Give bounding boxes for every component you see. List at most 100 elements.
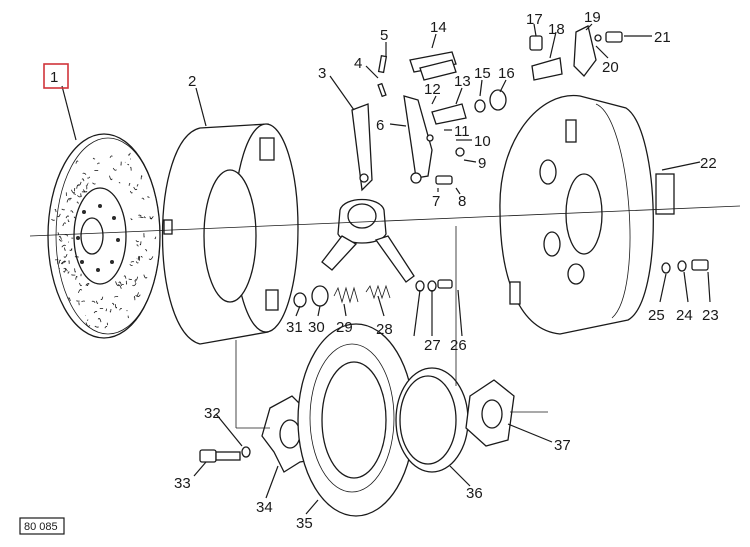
- lining-speck: [82, 172, 87, 175]
- part-37-release-bearing[interactable]: [465, 379, 515, 447]
- lining-speck: [105, 308, 107, 312]
- lining-speck: [111, 302, 115, 306]
- bolts-and-springs[interactable]: [293, 259, 709, 308]
- lining-speck: [67, 297, 71, 302]
- lining-speck: [126, 310, 128, 312]
- lining-speck: [54, 209, 57, 213]
- callout-17: 17: [526, 11, 543, 28]
- lining-speck: [134, 279, 136, 283]
- part-36-retaining-ring[interactable]: [395, 367, 469, 473]
- lining-speck: [141, 197, 145, 200]
- lining-speck: [104, 326, 108, 329]
- lining-speck: [135, 261, 139, 264]
- lining-speck: [78, 302, 80, 306]
- assembly-axis-lines: [29, 205, 741, 429]
- lining-speck: [114, 304, 118, 309]
- callout-27: 27: [424, 337, 441, 354]
- callout-31: 31: [286, 319, 303, 336]
- bolt-33-washer-32[interactable]: [199, 446, 251, 463]
- lining-speck: [114, 296, 119, 298]
- callout-21: 21: [654, 29, 671, 46]
- drawing-code: 80 085: [24, 521, 58, 533]
- lining-speck: [86, 319, 89, 321]
- callout-22: 22: [700, 155, 717, 172]
- lining-speck: [70, 210, 74, 213]
- callout-10: 10: [474, 133, 491, 150]
- lining-speck: [135, 292, 139, 297]
- lining-speck: [130, 218, 133, 221]
- lining-speck: [85, 322, 91, 327]
- lining-speck: [144, 249, 148, 252]
- callout-4: 4: [354, 55, 362, 72]
- callout-26: 26: [450, 337, 467, 354]
- part-22-clutch-cover[interactable]: [499, 94, 675, 335]
- lining-speck: [109, 175, 113, 181]
- lining-speck: [62, 260, 67, 265]
- callout-3: 3: [318, 65, 326, 82]
- lining-speck: [149, 216, 153, 220]
- lining-speck: [129, 263, 133, 266]
- lining-speck: [69, 248, 73, 251]
- part-35-driven-plate[interactable]: [297, 323, 415, 517]
- lining-speck: [58, 235, 62, 240]
- drawing-code-box: 80 085: [19, 517, 65, 535]
- lining-speck: [128, 183, 131, 186]
- linkage-hardware[interactable]: [377, 25, 623, 185]
- lining-speck: [127, 163, 130, 166]
- callout-34: 34: [256, 499, 273, 516]
- callout-12: 12: [424, 81, 441, 98]
- lining-speck: [65, 215, 70, 219]
- callout-13: 13: [454, 73, 471, 90]
- lining-speck: [86, 283, 89, 287]
- lining-speck: [78, 181, 82, 186]
- lining-speck: [118, 281, 122, 286]
- lining-speck: [71, 189, 76, 194]
- lining-speck: [79, 282, 82, 287]
- lining-speck: [123, 275, 127, 279]
- lining-speck: [61, 208, 65, 211]
- lining-speck: [73, 193, 76, 196]
- friction-lining-texture: [51, 152, 157, 329]
- lining-speck: [133, 296, 136, 301]
- lining-speck: [76, 201, 79, 204]
- lining-speck: [136, 184, 139, 187]
- callout-28: 28: [376, 321, 393, 338]
- callout-19: 19: [584, 9, 601, 26]
- lining-speck: [119, 308, 123, 311]
- callout-labels: 1 2 3 4 5 6 7 8 9 10 11 12 13 14 15 16 1…: [50, 9, 719, 532]
- lining-speck: [62, 222, 67, 227]
- lining-speck: [67, 271, 70, 274]
- lining-speck: [64, 247, 66, 251]
- callout-36: 36: [466, 485, 483, 502]
- lining-speck: [57, 213, 61, 218]
- lining-speck: [69, 197, 72, 201]
- callout-2: 2: [188, 73, 196, 90]
- lining-speck: [128, 278, 133, 280]
- callout-6: 6: [376, 117, 384, 134]
- part-1-clutch-disc[interactable]: [47, 133, 161, 339]
- callout-30: 30: [308, 319, 325, 336]
- part-2-pressure-plate[interactable]: [161, 123, 299, 345]
- lining-speck: [135, 240, 140, 243]
- lining-speck: [109, 155, 113, 158]
- part-3-release-lever[interactable]: [321, 103, 415, 283]
- lining-speck: [81, 300, 86, 303]
- lining-speck: [100, 296, 104, 301]
- lining-speck: [80, 193, 82, 197]
- callout-37: 37: [554, 437, 571, 454]
- lining-speck: [143, 274, 148, 279]
- lining-speck: [133, 186, 138, 191]
- callout-18: 18: [548, 21, 565, 38]
- callout-35: 35: [296, 515, 313, 532]
- lining-speck: [63, 268, 67, 273]
- lining-speck: [60, 261, 66, 265]
- lining-speck: [94, 325, 99, 328]
- lining-speck: [81, 178, 85, 182]
- lining-speck: [91, 300, 96, 303]
- lining-speck: [138, 214, 142, 217]
- lining-speck: [92, 157, 96, 160]
- lining-speck: [136, 244, 139, 247]
- lining-speck: [115, 281, 120, 286]
- highlight-box-part-1: [43, 63, 69, 89]
- leader-lines: [61, 23, 711, 515]
